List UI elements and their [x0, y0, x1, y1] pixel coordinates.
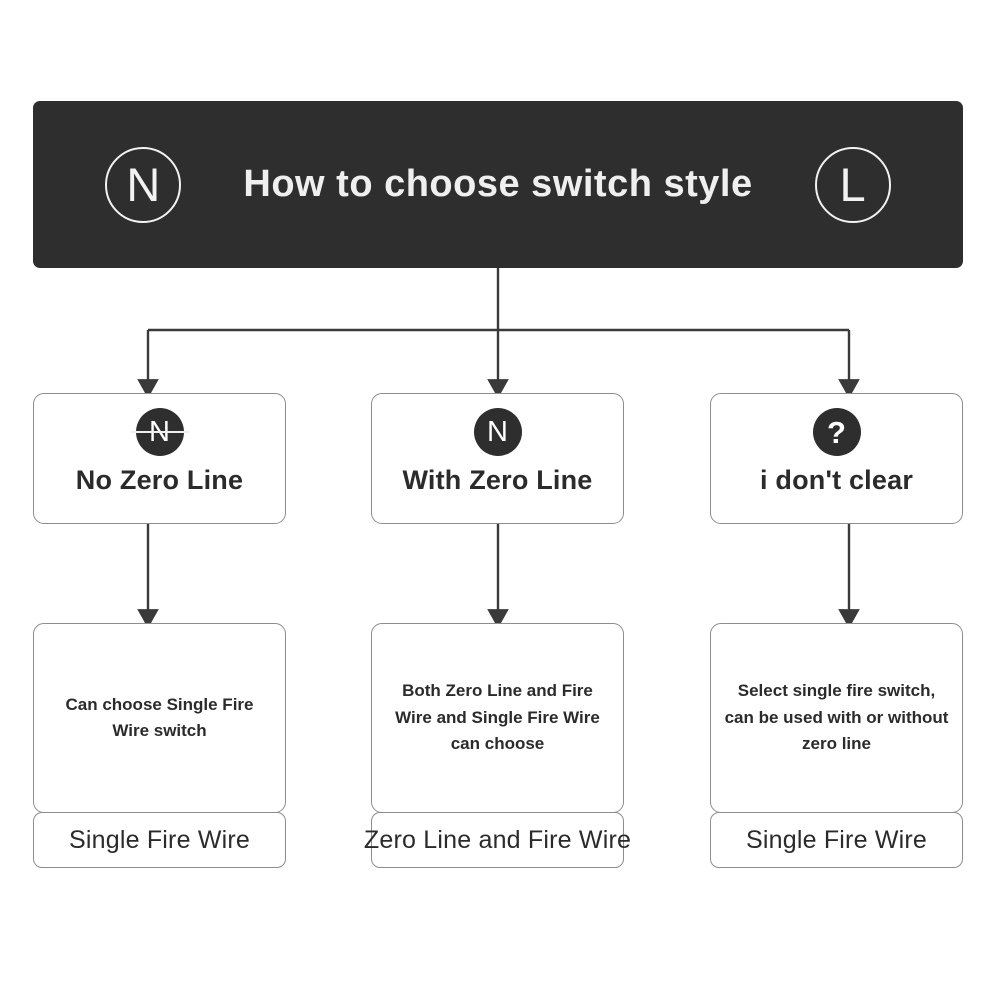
header-right-badge-label: L	[839, 158, 866, 211]
result-description: Both Zero Line and Fire Wire and Single …	[395, 681, 600, 754]
page-title: How to choose switch style	[243, 163, 753, 205]
result-footer-with-zero-line: Zero Line and Fire Wire	[364, 812, 631, 868]
result-footer-not-clear: Single Fire Wire	[710, 812, 963, 868]
result-box-with-zero-line: Both Zero Line and Fire Wire and Single …	[371, 623, 624, 813]
strikethrough-line	[130, 430, 189, 434]
decision-box-no-zero-line[interactable]: N No Zero Line	[33, 393, 286, 524]
circle-question-mark-icon: ?	[812, 408, 861, 456]
result-box-not-clear: Select single fire switch, can be used w…	[710, 623, 963, 813]
circle-n-icon: N	[473, 408, 522, 456]
decision-box-with-zero-line[interactable]: N With Zero Line	[371, 393, 624, 524]
result-footer-label: Single Fire Wire	[745, 825, 928, 854]
header-left-badge-label: N	[126, 158, 161, 211]
result-description: Can choose Single Fire Wire switch	[65, 694, 254, 740]
result-footer-label: Zero Line and Fire Wire	[363, 825, 632, 854]
circle-outline-n-icon: N	[105, 146, 182, 223]
badge-label: ?	[827, 414, 846, 450]
decision-label: With Zero Line	[402, 465, 593, 495]
circle-outline-l-icon: L	[814, 146, 891, 223]
badge-label: N	[487, 415, 508, 448]
decision-label: i don't clear	[759, 465, 914, 495]
decision-box-not-clear[interactable]: ? i don't clear	[710, 393, 963, 524]
result-box-no-zero-line: Can choose Single Fire Wire switch	[33, 623, 286, 813]
header-banner: N How to choose switch style L	[33, 101, 963, 268]
result-description: Select single fire switch, can be used w…	[724, 681, 949, 754]
decision-label: No Zero Line	[75, 465, 244, 495]
result-footer-no-zero-line: Single Fire Wire	[33, 812, 286, 868]
circle-n-strikethrough-icon: N	[130, 408, 189, 456]
result-footer-label: Single Fire Wire	[68, 825, 251, 854]
